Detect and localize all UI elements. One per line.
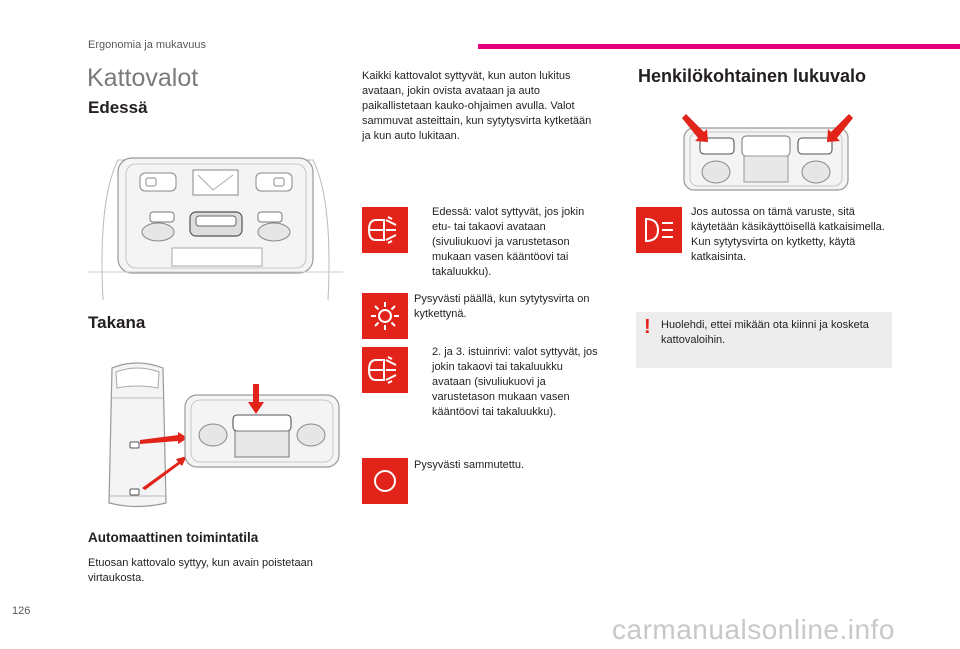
page-title: Kattovalot bbox=[87, 64, 199, 92]
reading-lamp-icon bbox=[636, 207, 682, 253]
mode-text: 2. ja 3. istuinrivi: valot syttyvät, jos… bbox=[432, 346, 598, 418]
automatic-mode-text: Etuosan kattovalo syttyy, kun avain pois… bbox=[88, 557, 313, 584]
lamp-on-icon bbox=[362, 293, 408, 339]
lamp-off-icon bbox=[362, 458, 408, 504]
watermark: carmanualsonline.info bbox=[612, 614, 895, 645]
door-lamp-icon bbox=[362, 347, 408, 393]
automatic-mode-heading: Automaattinen toimintatila bbox=[88, 530, 259, 545]
personal-light-illustration bbox=[680, 120, 855, 192]
van-top-view-illustration bbox=[100, 358, 175, 513]
mode-text: Pysyvästi sammutettu. bbox=[414, 459, 525, 471]
warning-exclamation-icon: ! bbox=[644, 316, 651, 338]
front-ceiling-light-illustration bbox=[88, 140, 343, 305]
rear-ceiling-light-illustration bbox=[183, 385, 343, 477]
section-header: Ergonomia ja mukavuus bbox=[88, 39, 207, 51]
front-heading: Edessä bbox=[88, 98, 148, 117]
page-number: 126 bbox=[12, 605, 31, 617]
door-lamp-icon bbox=[362, 207, 408, 253]
header-accent-bar bbox=[478, 44, 960, 49]
personal-light-text: Jos autossa on tämä varuste, sitä käytet… bbox=[691, 206, 885, 263]
intro-text: Kaikki kattovalot syttyvät, kun auton lu… bbox=[362, 70, 592, 142]
rear-lamp-arrows bbox=[140, 430, 190, 490]
personal-light-heading: Henkilökohtainen lukuvalo bbox=[638, 66, 867, 86]
rear-heading: Takana bbox=[88, 313, 146, 332]
mode-text: Pysyvästi päällä, kun sytytysvirta on ky… bbox=[414, 293, 590, 320]
mode-text: Edessä: valot syttyvät, jos jokin etu- t… bbox=[432, 206, 585, 278]
warning-note bbox=[636, 312, 892, 368]
rear-lamp-down-arrow bbox=[248, 384, 264, 414]
personal-light-arrows bbox=[680, 114, 855, 148]
warning-text: Huolehdi, ettei mikään ota kiinni ja kos… bbox=[661, 319, 869, 346]
